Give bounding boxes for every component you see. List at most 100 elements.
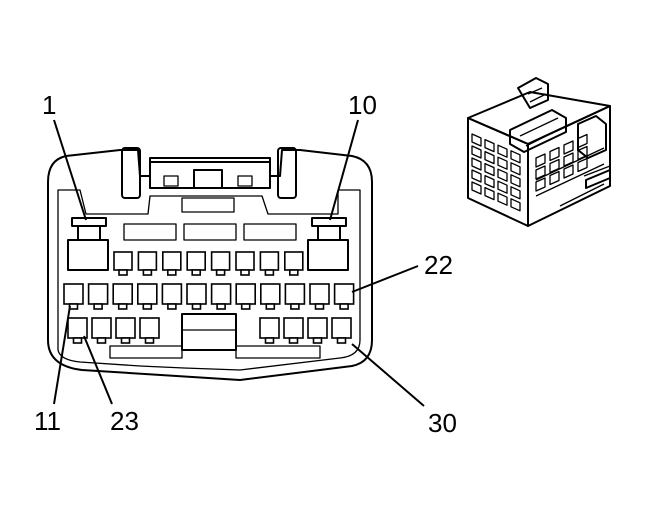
terminal-cavity-row1-4: [186, 251, 206, 276]
left-large-terminal: [67, 217, 109, 271]
terminal-cavity-21: [309, 283, 330, 310]
iso-cavity: [484, 150, 495, 165]
terminal-cavity-row1-1: [113, 251, 133, 276]
iso-cavity: [510, 174, 521, 188]
iso-center-lever: [509, 109, 567, 153]
iso-side-cavity: [563, 164, 574, 179]
terminal-cavity-row1-6: [235, 251, 255, 276]
leader-line-10: [329, 119, 359, 221]
terminal-cavity-14: [137, 283, 158, 310]
terminal-cavity-11: [63, 283, 84, 310]
iso-top-face: [467, 91, 611, 145]
terminal-cavity-19: [259, 283, 281, 310]
bottom-right-ledge: [235, 345, 321, 359]
key-slot-middle: [183, 223, 237, 241]
iso-side-cavity: [549, 170, 560, 186]
leader-line-1: [53, 119, 87, 221]
iso-side-ribs: [535, 147, 611, 207]
terminal-cavity-26: [139, 317, 160, 344]
terminal-row-2: [63, 283, 355, 310]
pin-label-11: 11: [34, 406, 61, 436]
iso-cavity: [497, 156, 508, 170]
bottom-center-key: [181, 313, 237, 351]
left-latch-tab: [121, 147, 141, 199]
terminal-cavity-12: [87, 283, 109, 310]
iso-cavity: [497, 180, 508, 194]
pin-label-22: 22: [424, 250, 453, 280]
terminal-cavity-30: [331, 317, 352, 344]
terminal-cavity-18: [235, 283, 256, 310]
terminal-cavity-25: [115, 317, 136, 344]
iso-cavity-grid: [471, 133, 588, 212]
terminal-cavity-13: [112, 283, 133, 310]
terminal-cavity-row1-3: [162, 251, 182, 276]
iso-cavity: [484, 138, 495, 153]
terminal-row-1: [113, 251, 304, 276]
pin-label-1: 1: [42, 90, 56, 120]
terminal-cavity-24: [91, 317, 112, 344]
iso-side-cavity: [535, 165, 546, 180]
iso-side-cavity: [535, 153, 546, 168]
iso-cavity: [471, 181, 482, 195]
leader-line-30: [351, 343, 425, 407]
iso-side-cavity: [577, 133, 588, 149]
iso-cavity: [484, 186, 495, 201]
connector-outer-shell: [47, 149, 373, 381]
terminal-cavity-16: [186, 283, 207, 310]
key-slot-left: [123, 223, 177, 241]
iso-cavity: [510, 186, 521, 200]
iso-lever-detail: [519, 117, 563, 147]
iso-cavity: [471, 157, 482, 171]
connector-isometric-view: [467, 77, 611, 227]
terminal-row-3: [67, 317, 352, 344]
iso-cavity: [497, 144, 508, 158]
iso-side-cavity: [563, 140, 574, 155]
right-large-terminal: [307, 217, 349, 271]
iso-cavity: [510, 162, 521, 176]
terminal-cavity-23: [67, 317, 88, 344]
leader-line-22: [351, 265, 419, 293]
iso-cavity: [484, 162, 495, 177]
iso-cavity: [510, 150, 521, 164]
terminal-cavity-29: [307, 317, 328, 344]
terminal-cavity-row1-2: [137, 251, 158, 276]
connector-face-view: 1 10 22 11 23 30: [34, 90, 457, 438]
leader-line-23: [83, 335, 113, 405]
pin-label-23: 23: [110, 406, 139, 436]
pin-label-30: 30: [428, 408, 457, 438]
iso-side-cavity: [549, 158, 560, 174]
iso-side-cavity: [549, 146, 560, 162]
top-lock-button: [193, 169, 223, 189]
iso-cavity: [497, 192, 508, 206]
top-lock-slot-right: [237, 175, 253, 187]
terminal-cavity-28: [283, 317, 304, 344]
pin-label-10: 10: [348, 90, 377, 120]
iso-cavity: [471, 145, 482, 159]
leader-line-11: [53, 305, 71, 405]
iso-side-slot: [585, 169, 611, 189]
terminal-cavity-row1-8: [283, 251, 304, 276]
terminal-cavity-20: [284, 283, 306, 310]
terminal-cavity-27: [259, 317, 280, 344]
iso-cavity: [510, 198, 521, 212]
iso-cavity: [497, 168, 508, 182]
terminal-cavity-22: [333, 283, 355, 310]
iso-top-latch-detail: [527, 87, 547, 103]
iso-top-latch: [517, 77, 549, 109]
key-slot-right: [243, 223, 297, 241]
terminal-cavity-row1-5: [210, 251, 231, 276]
bottom-left-ledge: [109, 345, 183, 359]
iso-side-cavity: [535, 177, 546, 192]
connector-inner-shell: [57, 189, 361, 371]
top-lock-slot-left: [163, 175, 179, 187]
upper-center-slot: [181, 197, 235, 213]
iso-cavity: [471, 169, 482, 183]
right-latch-tab: [277, 147, 297, 199]
terminal-cavity-17: [210, 283, 232, 310]
iso-cavity: [484, 174, 495, 189]
terminal-cavity-15: [161, 283, 183, 310]
iso-cavity: [471, 133, 482, 147]
iso-side-cavity: [577, 157, 588, 173]
terminal-cavity-row1-7: [259, 251, 280, 276]
